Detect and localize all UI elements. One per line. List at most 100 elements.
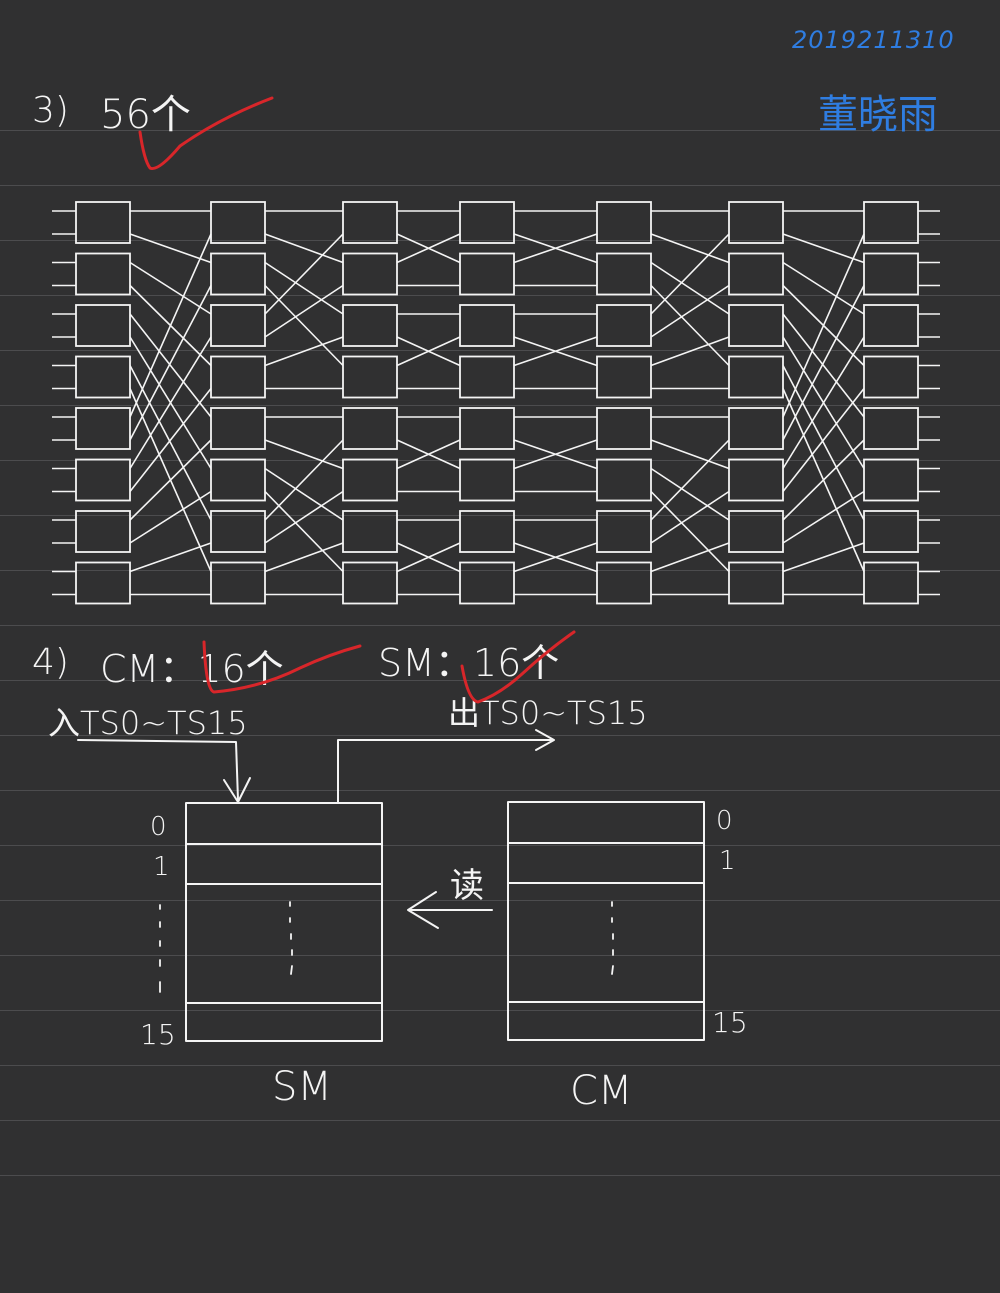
switch-box — [459, 407, 515, 450]
switch-box — [596, 201, 652, 244]
network-link — [264, 439, 344, 521]
network-link — [396, 542, 461, 573]
switch-box — [342, 458, 398, 502]
switch-box — [728, 355, 784, 399]
network-link — [129, 313, 212, 418]
q3-check-mark — [138, 96, 274, 171]
cm-box — [507, 801, 705, 1041]
network-link — [513, 233, 598, 264]
q4-sm-count: SM：16个 — [378, 641, 560, 685]
network-link — [264, 284, 344, 367]
switch-box — [596, 561, 652, 605]
switch-box — [728, 201, 784, 244]
network-link — [264, 233, 344, 315]
network-link — [782, 313, 865, 418]
switch-box — [210, 252, 266, 296]
input-arrow — [77, 739, 239, 801]
network-link — [650, 233, 730, 315]
ruled-line — [0, 625, 1000, 626]
switch-box — [863, 201, 919, 244]
switch-box — [596, 407, 652, 450]
network-link — [782, 365, 865, 521]
output-arrow — [337, 739, 553, 803]
switching-network — [52, 201, 940, 605]
network-link — [264, 490, 344, 544]
switch-box — [210, 561, 266, 605]
network-link — [782, 542, 865, 573]
q4-cm-check-mark — [202, 640, 362, 694]
switch-box — [210, 355, 266, 399]
switch-box — [728, 510, 784, 553]
switch-box — [75, 510, 131, 553]
switch-box — [342, 510, 398, 553]
switch-box — [863, 561, 919, 605]
network-link — [129, 233, 212, 264]
switch-box — [210, 510, 266, 553]
sm-box — [185, 802, 383, 1042]
switch-box — [210, 458, 266, 502]
switch-box — [596, 355, 652, 399]
switch-box — [342, 561, 398, 605]
q4-cm-count: CM：16个 — [100, 647, 284, 691]
sm-index-15: 15 — [140, 1018, 176, 1051]
network-link — [129, 261, 212, 315]
ruled-line — [0, 680, 1000, 681]
switch-box — [596, 458, 652, 502]
switch-box — [728, 458, 784, 502]
network-link — [782, 336, 865, 469]
switch-box — [210, 304, 266, 347]
network-link — [650, 439, 730, 521]
ruled-line — [0, 845, 1000, 846]
ruled-line — [0, 570, 1000, 571]
ruled-line — [0, 1120, 1000, 1121]
ruled-line — [0, 1065, 1000, 1066]
switch-box — [210, 407, 266, 450]
network-link — [396, 233, 461, 264]
switch-box — [863, 510, 919, 553]
ruled-line — [0, 735, 1000, 736]
switch-box — [75, 252, 131, 296]
switch-box — [342, 355, 398, 399]
network-link — [129, 542, 212, 573]
network-link — [264, 261, 344, 315]
switch-box — [342, 304, 398, 347]
network-link — [396, 439, 461, 470]
switch-box — [459, 355, 515, 399]
network-link — [264, 284, 344, 338]
network-link — [650, 284, 730, 338]
network-link — [264, 233, 344, 264]
switch-box — [728, 407, 784, 450]
network-link — [129, 233, 212, 418]
q3-answer: 56个 — [100, 92, 191, 138]
read-label: 读 — [450, 866, 484, 906]
network-link — [264, 542, 344, 573]
ruled-line — [0, 295, 1000, 296]
cm-index-1: 1 — [719, 846, 736, 876]
switch-box — [75, 304, 131, 347]
switch-box — [75, 355, 131, 399]
network-link — [650, 490, 730, 544]
switch-box — [596, 510, 652, 553]
network-link — [129, 336, 212, 469]
network-link — [264, 336, 344, 367]
network-link — [129, 490, 212, 544]
switch-box — [459, 510, 515, 553]
network-link — [650, 233, 730, 264]
switch-box — [75, 407, 131, 450]
switch-box — [863, 304, 919, 347]
network-link — [264, 467, 344, 521]
ruled-line — [0, 350, 1000, 351]
switch-box — [459, 252, 515, 296]
switch-box — [75, 458, 131, 502]
switch-box — [596, 252, 652, 296]
network-link — [513, 439, 598, 470]
network-link — [782, 439, 865, 521]
ruled-line — [0, 790, 1000, 791]
switch-box — [459, 304, 515, 347]
ruled-line — [0, 1175, 1000, 1176]
switch-box — [342, 252, 398, 296]
network-link — [782, 261, 865, 315]
network-link — [129, 365, 212, 521]
switch-box — [728, 561, 784, 605]
network-link — [396, 336, 461, 367]
